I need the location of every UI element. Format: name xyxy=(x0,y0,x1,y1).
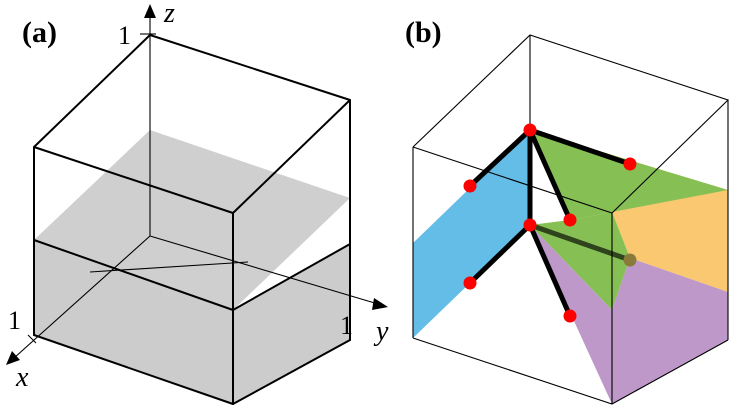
x-tick-label: 1 xyxy=(8,306,21,335)
path-to-mid-right xyxy=(527,127,573,223)
point-mid-right xyxy=(563,213,577,227)
panel-b-label: (b) xyxy=(405,16,442,49)
region-green-lower xyxy=(530,212,630,310)
z-tick-label: 1 xyxy=(118,21,131,50)
point-top-right xyxy=(623,157,637,171)
x-axis-arrowhead xyxy=(6,351,20,365)
panel-a: (a) z y x 1 1 1 xyxy=(6,0,389,405)
half-plane-edges xyxy=(33,239,351,311)
cube-bottom-edges xyxy=(33,334,351,405)
point-left-lower xyxy=(463,276,477,290)
point-mid xyxy=(523,218,537,232)
point-hidden xyxy=(623,253,637,267)
lower-half-front-face xyxy=(233,244,350,404)
panel-a-label: (a) xyxy=(22,16,57,49)
y-tick-label: 1 xyxy=(340,311,353,340)
x-axis-label: x xyxy=(15,362,29,393)
y-axis-label: y xyxy=(373,316,389,347)
point-top xyxy=(523,123,537,137)
z-axis-label: z xyxy=(163,0,175,29)
y-axis-arrowhead xyxy=(372,298,388,310)
cube-b-bottom-edges xyxy=(412,337,729,405)
region-purple xyxy=(530,225,728,404)
region-green xyxy=(530,130,728,220)
path-hidden-dashed xyxy=(527,222,633,263)
y-axis-line xyxy=(149,235,379,305)
point-left-upper xyxy=(463,179,477,193)
point-lower-right xyxy=(563,309,577,323)
x-axis-line xyxy=(13,235,151,359)
hidden-cross-line xyxy=(89,261,249,273)
panel-b: (b) xyxy=(405,16,730,405)
x-tick-mark xyxy=(27,334,37,344)
region-blue xyxy=(413,130,530,338)
lower-half-side-face xyxy=(34,240,233,404)
z-axis-arrowhead xyxy=(144,4,156,18)
